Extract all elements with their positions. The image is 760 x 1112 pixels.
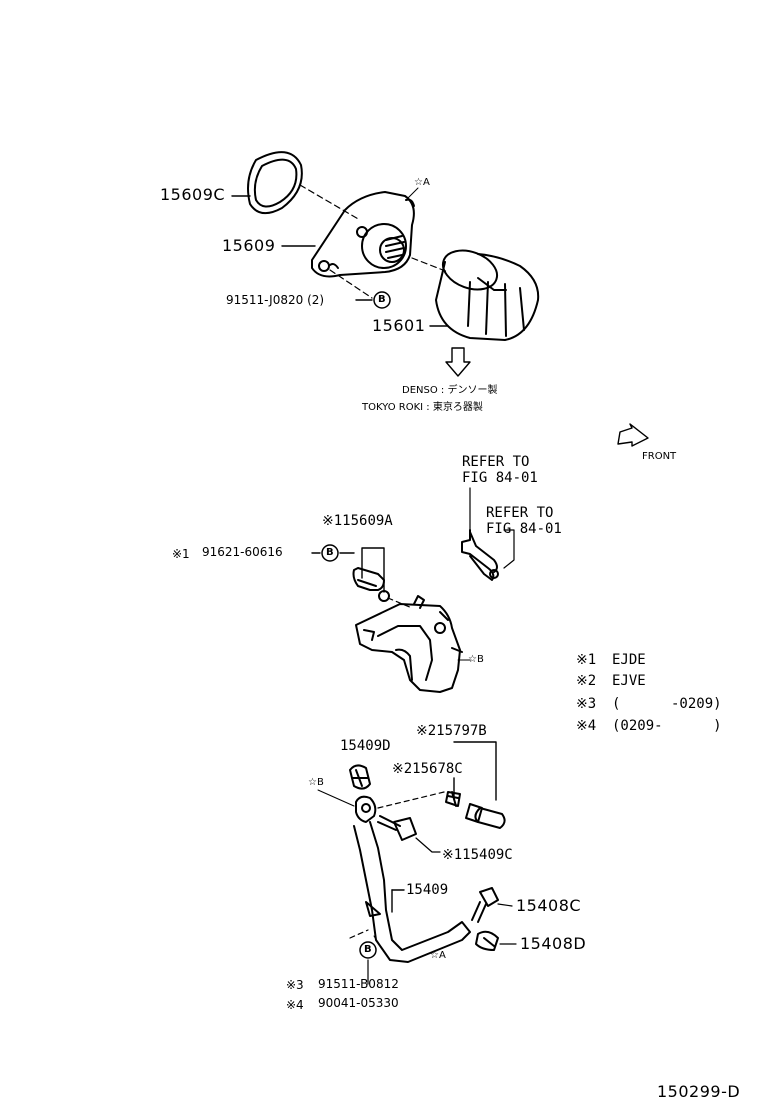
legend-mark-1: ※1	[576, 652, 597, 668]
ref-b-low: ☆B	[308, 777, 324, 788]
circle-b-top: B	[378, 294, 386, 305]
label-15408d: 15408D	[520, 934, 587, 953]
bolt-115409c	[377, 815, 441, 853]
legend-mark-4: ※4	[576, 718, 597, 734]
legend-mark-3: ※3	[576, 696, 597, 712]
ref-a-low: ☆A	[430, 950, 446, 961]
circle-b-low: B	[364, 944, 372, 955]
label-15601: 15601	[372, 316, 426, 335]
engine-housing	[355, 595, 463, 693]
note-denso: DENSO : デンソー製	[402, 385, 498, 396]
legend-text-2: EJVE	[612, 673, 646, 689]
drain-plug-15408c	[471, 887, 513, 923]
refer1-line1: REFER TO	[462, 454, 530, 470]
down-arrow	[445, 347, 471, 377]
plug-15797b	[465, 803, 506, 829]
label-115609a: ※115609A	[322, 513, 393, 529]
ref-b-mid: ☆B	[468, 654, 484, 665]
refer2-line2: FIG 84-01	[486, 521, 562, 537]
label-215678c: ※215678C	[392, 761, 463, 777]
grommet-15409d	[349, 764, 371, 790]
mark-star3: ※3	[286, 978, 304, 992]
oil-filter	[435, 249, 540, 341]
label-15409d: 15409D	[340, 738, 391, 754]
sensor-unit	[461, 487, 515, 581]
legend-text-1: EJDE	[612, 652, 646, 668]
oil-strainer	[353, 795, 471, 963]
mark-star1: ※1	[172, 547, 190, 561]
label-215797b: ※215797B	[416, 723, 487, 739]
refer1-line2: FIG 84-01	[462, 470, 538, 486]
oil-filter-bracket	[311, 191, 415, 278]
label-15609c: 15609C	[160, 185, 226, 204]
figure-id: 150299-D	[657, 1082, 741, 1101]
small-bolt-assembly	[352, 567, 390, 602]
mark-star4: ※4	[286, 998, 304, 1012]
label-115409c: ※115409C	[442, 847, 513, 863]
label-15409: 15409	[406, 882, 449, 898]
legend-text-3: ( -0209)	[612, 696, 722, 712]
ref-a-top: ☆A	[414, 177, 430, 188]
front-arrow	[617, 423, 649, 447]
circle-b-mid: B	[326, 547, 334, 558]
label-15609: 15609	[222, 236, 276, 255]
label-90041-05330: 90041-05330	[318, 996, 399, 1010]
label-15408c: 15408C	[516, 896, 582, 915]
label-91621-60616: 91621-60616	[202, 545, 283, 559]
refer2-line1: REFER TO	[486, 505, 554, 521]
legend-text-4: (0209- )	[612, 718, 722, 734]
front-label: FRONT	[642, 451, 677, 462]
plug-15678c	[445, 791, 461, 807]
label-91511-b0812: 91511-B0812	[318, 977, 399, 991]
note-tokyo-roki: TOKYO ROKI : 東京ろ器製	[362, 402, 483, 413]
legend-mark-2: ※2	[576, 673, 597, 689]
gasket-15408d	[475, 930, 517, 951]
gasket-ring	[247, 151, 303, 215]
label-91511-j0820: 91511-J0820 (2)	[226, 293, 325, 307]
